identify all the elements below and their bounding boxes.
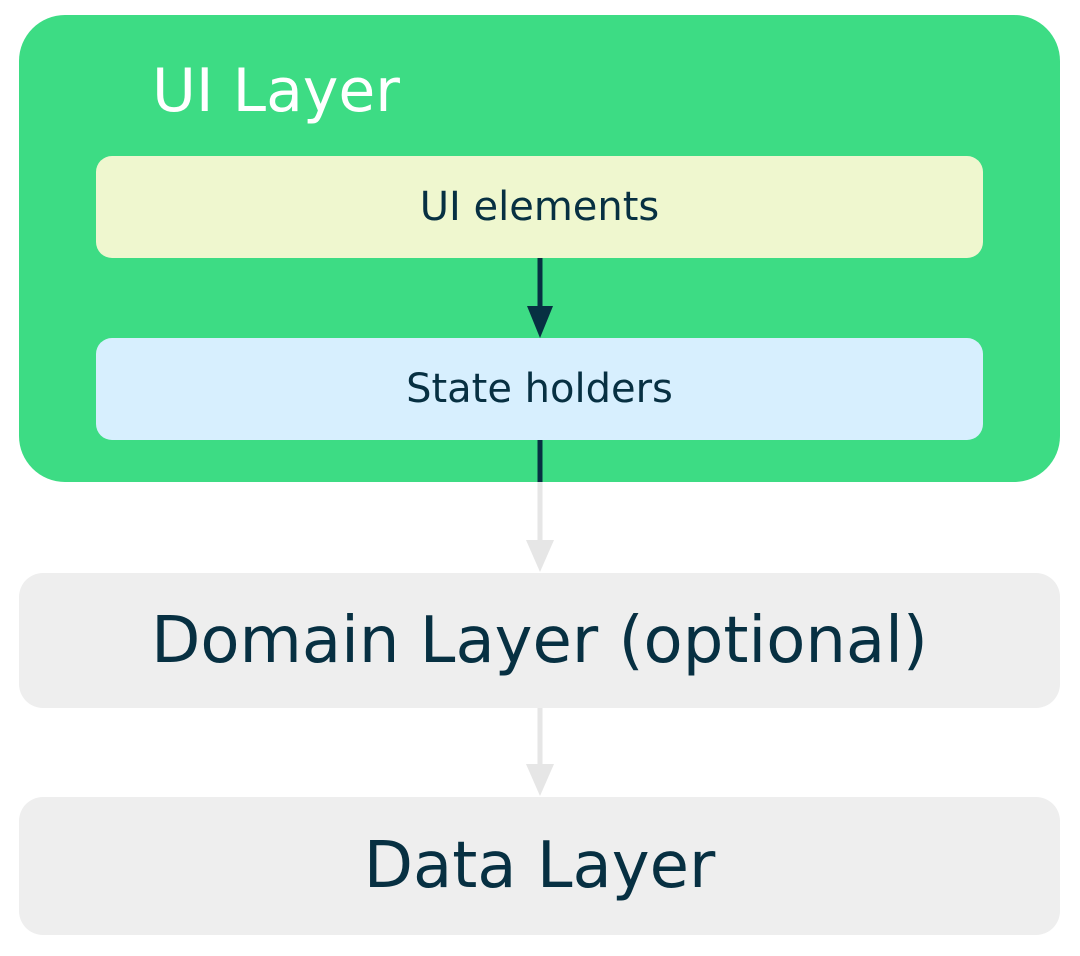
ui-elements-label: UI elements (419, 184, 660, 230)
ui-to-domain-arrowhead (526, 540, 554, 572)
data-layer-label: Data Layer (363, 829, 716, 903)
domain-layer-label: Domain Layer (optional) (151, 603, 928, 678)
ui-elements-box: UI elements (96, 156, 983, 258)
data-layer-box: Data Layer (19, 797, 1060, 935)
ui-layer-box: UI Layer UI elements State holders (19, 15, 1060, 482)
domain-to-data-arrowhead (526, 764, 554, 796)
ui-layer-title: UI Layer (152, 56, 400, 126)
state-holders-label: State holders (406, 366, 673, 412)
domain-layer-box: Domain Layer (optional) (19, 573, 1060, 708)
state-holders-box: State holders (96, 338, 983, 440)
